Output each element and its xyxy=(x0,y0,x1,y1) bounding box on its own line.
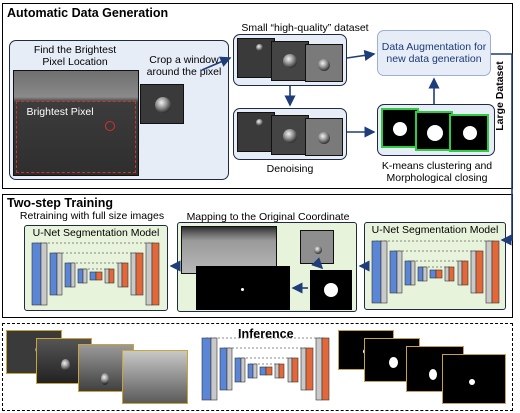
droplet-icon xyxy=(314,246,322,254)
arrow-crop-to-dataset xyxy=(201,56,232,71)
brightest-marker xyxy=(105,121,115,131)
unet-layer-block xyxy=(291,357,299,383)
unet-layer-block xyxy=(108,268,115,284)
mapping-label: Mapping to the Original Coordinate xyxy=(186,211,350,223)
unet-layer-block xyxy=(121,262,129,288)
unet-layer-block xyxy=(135,252,144,296)
training-title: Two-step Training xyxy=(7,196,114,210)
crop-mask-image xyxy=(310,270,352,310)
mask-blob xyxy=(469,379,475,385)
brightest-pixel-label: Brightest Pixel xyxy=(26,106,94,118)
arrow-crop-to-mask xyxy=(311,257,324,270)
unet-layer-block xyxy=(396,250,403,294)
unet-layer-block xyxy=(410,260,416,286)
unet-layer-block xyxy=(70,262,76,288)
unet-layer-block xyxy=(265,366,273,376)
unet-layer-block xyxy=(210,337,218,401)
augmentation-box xyxy=(377,30,491,76)
unet-layer-block xyxy=(305,347,314,391)
unet-inference-diagram xyxy=(200,336,330,402)
unet-layer-block xyxy=(435,269,443,279)
mask-blob xyxy=(393,122,407,136)
droplet-icon xyxy=(318,59,330,71)
dataset-image-2 xyxy=(271,41,309,81)
droplet-icon xyxy=(61,359,70,371)
droplet-icon xyxy=(283,129,297,143)
kmeans-label: K-means clustering and Morphological clo… xyxy=(381,160,493,184)
unet-layer-block xyxy=(491,240,500,304)
retraining-label: Retraining with full size images xyxy=(19,210,165,222)
mask-image-3 xyxy=(449,114,489,152)
mask-blob xyxy=(427,125,443,141)
crop-window-label: Crop a window around the pixel xyxy=(146,54,222,78)
droplet-icon xyxy=(256,119,263,126)
unet-layer-block xyxy=(151,242,160,306)
unet-layer-block xyxy=(461,260,469,286)
arrow-dataset-to-augmentation xyxy=(346,49,376,61)
inference-mask-4 xyxy=(442,354,506,404)
inference-section xyxy=(2,323,513,411)
unet-right-label: U-Net Segmentation Model xyxy=(371,224,499,236)
mask-blob xyxy=(241,288,244,291)
dataset-image-1 xyxy=(237,38,275,78)
unet-layer-block xyxy=(321,337,330,401)
unet-layer-block xyxy=(475,250,484,294)
unet-layer-block xyxy=(40,242,48,306)
droplet-icon xyxy=(155,97,171,113)
unet-layer-block xyxy=(278,363,285,379)
data-generation-title: Automatic Data Generation xyxy=(7,6,169,20)
mask-blob xyxy=(389,357,398,368)
droplet-icon xyxy=(283,54,297,68)
droplet-icon xyxy=(318,132,330,144)
denoising-label: Denoising xyxy=(266,163,314,175)
unet-left-panel xyxy=(24,225,168,311)
inference-title: Inference xyxy=(238,327,294,341)
denoised-image-1 xyxy=(237,112,275,152)
brightest-region-box xyxy=(16,101,136,173)
training-section xyxy=(2,194,513,318)
arrow-large-dataset-to-training xyxy=(491,53,513,246)
unet-layer-block xyxy=(56,252,63,296)
full-mask-image xyxy=(196,266,290,310)
small-dataset-label: Small “high-quality” dataset xyxy=(241,22,369,34)
unet-svg xyxy=(201,337,330,401)
brightest-pixel-image xyxy=(13,70,139,176)
denoised-image-2 xyxy=(271,115,309,155)
find-brightest-label: Find the Brightest Pixel Location xyxy=(33,44,117,68)
unet-layer-block xyxy=(95,271,103,281)
droplet-icon xyxy=(101,373,109,385)
unet-layer-block xyxy=(448,266,455,282)
unet-layer-block xyxy=(82,268,88,284)
unet-svg xyxy=(31,242,160,306)
unet-layer-block xyxy=(422,266,428,282)
mask-blob xyxy=(429,369,437,380)
unet-left-diagram xyxy=(30,241,160,307)
dataset-image-3 xyxy=(305,44,343,82)
unet-layer-block xyxy=(380,240,388,304)
denoised-image-3 xyxy=(305,118,343,156)
unet-svg xyxy=(371,240,500,304)
augmentation-label: Data Augmentation for new data generatio… xyxy=(381,41,487,65)
unet-layer-block xyxy=(226,347,233,391)
inference-input-4 xyxy=(122,350,188,404)
droplet-icon xyxy=(256,44,263,51)
cropped-window-image xyxy=(140,84,184,124)
unet-right-diagram xyxy=(370,239,500,305)
mask-blob xyxy=(463,126,477,140)
mask-blob xyxy=(324,283,338,297)
unet-layer-block xyxy=(252,363,258,379)
unet-layer-block xyxy=(240,357,246,383)
unet-left-label: U-Net Segmentation Model xyxy=(32,227,160,239)
